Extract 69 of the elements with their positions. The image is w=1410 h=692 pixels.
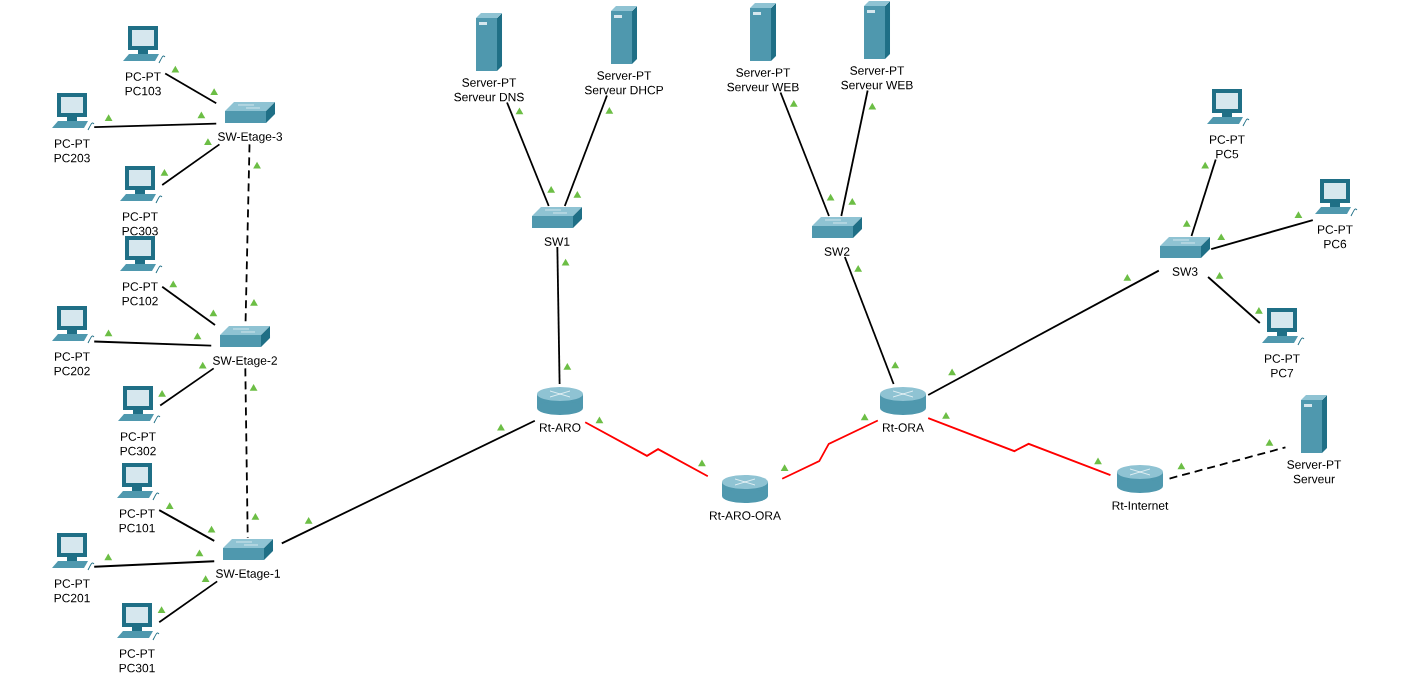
device-label: PC302 — [120, 446, 156, 456]
network-link — [159, 367, 215, 407]
device-label: PC-PT — [120, 649, 155, 658]
device-label: PC-PT — [55, 139, 90, 148]
device-label: PC-PT — [123, 282, 158, 291]
device-label: PC103 — [125, 86, 161, 96]
device-label: Server-PT — [736, 68, 791, 77]
network-link — [563, 94, 608, 207]
device-label: PC6 — [1324, 239, 1347, 249]
network-link — [927, 417, 1112, 477]
device-label: Serveur WEB — [727, 82, 799, 92]
device-label: Rt-ORA — [883, 423, 924, 432]
network-link — [280, 419, 536, 545]
network-link — [556, 246, 561, 385]
network-link — [1207, 276, 1261, 324]
network-link — [244, 367, 249, 539]
network-link — [779, 91, 830, 217]
device-label: PC-PT — [55, 579, 90, 588]
device-label: PC203 — [54, 153, 90, 163]
device-label: Server-PT — [597, 71, 652, 80]
device-label: SW-Etage-2 — [213, 356, 277, 368]
network-link — [1210, 219, 1314, 250]
network-link — [93, 340, 213, 347]
device-label: PC101 — [119, 523, 155, 533]
network-link — [843, 256, 895, 385]
device-label: PC301 — [119, 663, 155, 673]
network-link — [584, 421, 709, 478]
device-label: PC102 — [122, 296, 158, 306]
network-link — [93, 560, 216, 568]
device-label: SW1 — [544, 237, 570, 246]
network-link — [840, 89, 869, 217]
device-label: Serveur DNS — [454, 92, 524, 102]
device-label: PC-PT — [121, 432, 156, 441]
network-link — [161, 143, 221, 186]
device-label: Rt-ARO — [540, 423, 581, 432]
device-label: PC-PT — [55, 352, 90, 361]
device-label: Server-PT — [850, 66, 905, 75]
device-label: Server-PT — [462, 78, 517, 87]
network-link — [93, 122, 218, 128]
network-link — [161, 285, 216, 326]
device-label: Serveur — [1293, 474, 1335, 484]
device-label: SW2 — [824, 247, 850, 256]
device-label: PC7 — [1271, 368, 1294, 378]
network-link — [1190, 158, 1217, 237]
device-label: PC-PT — [126, 72, 161, 81]
device-label: PC-PT — [1318, 225, 1353, 234]
device-label: Rt-Internet — [1112, 501, 1169, 510]
device-label: Server-PT — [1287, 460, 1342, 469]
device-label: PC-PT — [1265, 354, 1300, 363]
device-label: SW-Etage-3 — [218, 132, 283, 144]
device-label: PC-PT — [123, 212, 158, 221]
device-label: PC303 — [122, 226, 158, 236]
device-label: PC-PT — [120, 509, 155, 518]
network-link — [158, 509, 216, 542]
device-label: PC202 — [54, 366, 90, 376]
network-link — [781, 419, 879, 480]
network-link — [164, 72, 218, 105]
network-link — [158, 580, 219, 624]
device-label: SW-Etage-1 — [216, 569, 280, 581]
network-link — [927, 269, 1160, 396]
device-label: SW3 — [1172, 267, 1198, 276]
device-label: PC5 — [1216, 149, 1239, 159]
device-label: PC201 — [54, 593, 90, 603]
device-label: Rt-ARO-ORA — [710, 511, 781, 520]
network-link — [1168, 446, 1287, 480]
device-label: PC-PT — [1210, 135, 1245, 144]
device-label: Serveur WEB — [841, 80, 913, 90]
device-label: Serveur DHCP — [584, 85, 664, 95]
network-link — [506, 101, 550, 207]
